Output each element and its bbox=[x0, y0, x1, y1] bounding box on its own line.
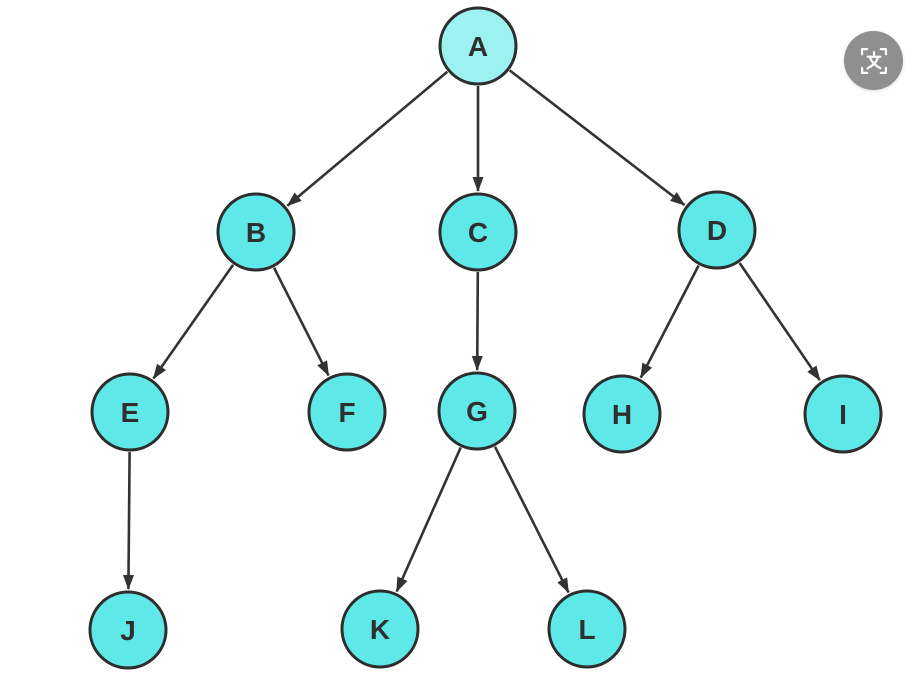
node-C: C bbox=[438, 192, 518, 272]
node-label-J: J bbox=[120, 615, 136, 646]
node-label-B: B bbox=[246, 217, 266, 248]
node-F: F bbox=[307, 372, 387, 452]
node-E: E bbox=[90, 372, 170, 452]
node-circle-L bbox=[547, 589, 627, 669]
edge-G-K bbox=[395, 446, 462, 593]
node-B: B bbox=[216, 192, 296, 272]
edge-D-I bbox=[738, 262, 821, 382]
node-label-K: K bbox=[370, 614, 390, 645]
edge-D-H bbox=[639, 264, 700, 379]
node-G: G bbox=[437, 371, 517, 451]
node-K: K bbox=[340, 589, 420, 669]
node-label-L: L bbox=[578, 614, 595, 645]
node-label-C: C bbox=[468, 217, 488, 248]
node-circle-H bbox=[582, 374, 662, 454]
node-H: H bbox=[582, 374, 662, 454]
node-label-E: E bbox=[121, 397, 140, 428]
node-label-A: A bbox=[468, 31, 488, 62]
node-J: J bbox=[88, 590, 168, 670]
node-L: L bbox=[547, 589, 627, 669]
node-circle-I bbox=[803, 374, 883, 454]
nodes-layer: A B C D E F G H I J K L bbox=[88, 6, 883, 670]
node-circle-J bbox=[88, 590, 168, 670]
node-D: D bbox=[677, 190, 757, 270]
edges-layer bbox=[123, 69, 821, 594]
node-circle-D bbox=[677, 190, 757, 270]
node-label-I: I bbox=[839, 399, 847, 430]
node-circle-F bbox=[307, 372, 387, 452]
edge-G-L bbox=[493, 446, 570, 594]
edge-E-J bbox=[123, 451, 135, 590]
node-A: A bbox=[438, 6, 518, 86]
node-label-G: G bbox=[466, 396, 488, 427]
node-circle-G bbox=[437, 371, 517, 451]
edge-A-B bbox=[286, 70, 449, 207]
translate-icon bbox=[860, 47, 887, 74]
edge-C-G bbox=[471, 271, 483, 371]
node-label-D: D bbox=[707, 215, 727, 246]
edge-B-F bbox=[272, 267, 330, 377]
edge-B-E bbox=[152, 264, 235, 380]
node-circle-B bbox=[216, 192, 296, 272]
node-I: I bbox=[803, 374, 883, 454]
node-label-F: F bbox=[338, 397, 355, 428]
node-circle-A bbox=[438, 6, 518, 86]
translate-button[interactable] bbox=[844, 31, 903, 90]
node-circle-K bbox=[340, 589, 420, 669]
edge-A-D bbox=[508, 69, 686, 207]
node-circle-C bbox=[438, 192, 518, 272]
node-label-H: H bbox=[612, 399, 632, 430]
node-circle-E bbox=[90, 372, 170, 452]
